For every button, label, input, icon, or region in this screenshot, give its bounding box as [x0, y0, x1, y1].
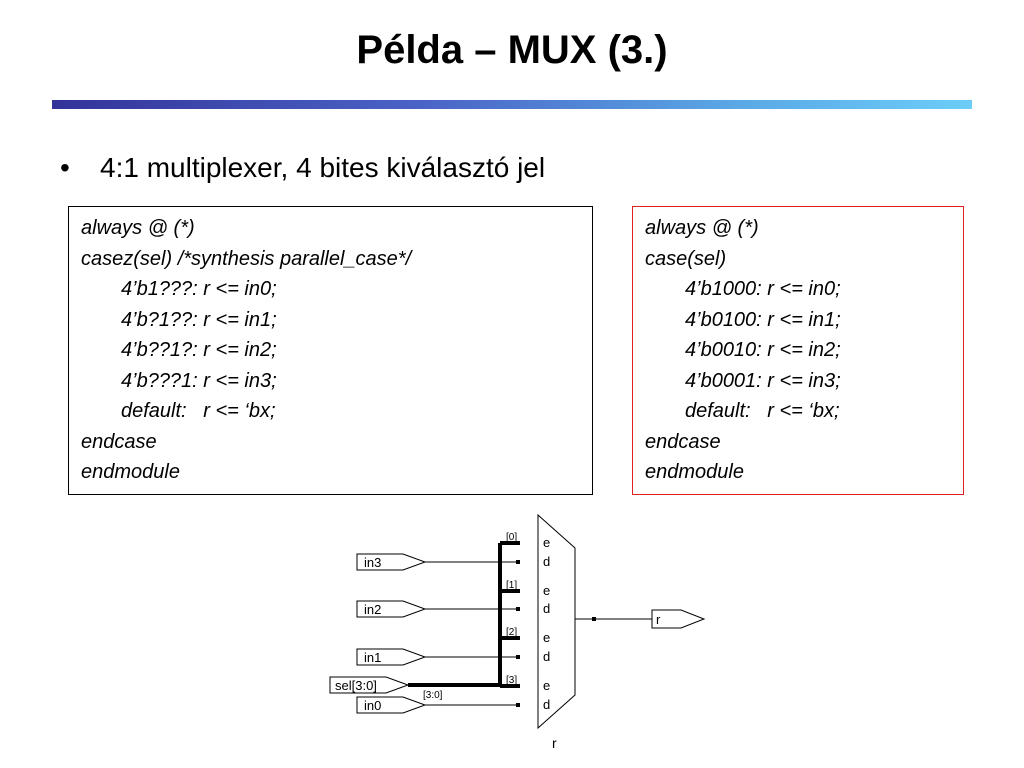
code-line: 4’b1???: r <= in0;	[121, 278, 277, 300]
port-in1-label: in1	[364, 650, 381, 665]
code-line: always @ (*)	[81, 217, 195, 239]
code-line: 4’b0001: r <= in3;	[685, 369, 841, 392]
mux-instance-label: r	[552, 735, 557, 751]
pin-d-label: d	[543, 697, 550, 712]
code-line: 4’b1000: r <= in0;	[685, 278, 841, 300]
port-in2-label: in2	[364, 602, 381, 617]
bit-label-2: [2]	[506, 627, 517, 638]
port-in3: in3	[356, 553, 427, 571]
mux-body	[537, 513, 576, 730]
pin-d-label: d	[543, 601, 550, 616]
code-line: casez(sel) /*synthesis parallel_case*/	[81, 247, 412, 270]
port-in1: in1	[356, 648, 427, 666]
code-line: endcase	[645, 430, 721, 453]
code-line: 4’b0010: r <= in2;	[685, 339, 841, 361]
code-line: 4’b0100: r <= in1;	[685, 308, 841, 331]
pin-dot	[516, 541, 520, 545]
port-in3-shape	[356, 553, 427, 571]
select-bus	[408, 541, 520, 688]
pin-dot	[516, 703, 520, 707]
pin-dot	[516, 636, 520, 640]
bullet-item: • 4:1 multiplexer, 4 bites kiválasztó jel	[60, 152, 545, 184]
code-line: 4’b?1??: r <= in1;	[121, 308, 277, 331]
code-line: always @ (*)	[645, 217, 759, 239]
pin-e-label: e	[543, 630, 550, 645]
pin-dot	[516, 589, 520, 593]
code-line: 4’b???1: r <= in3;	[121, 369, 277, 392]
port-sel-label: sel[3:0]	[335, 678, 377, 693]
bullet-dot: •	[60, 152, 70, 183]
port-sel-shape	[329, 676, 410, 694]
code-line: default: r <= ‘bx;	[121, 400, 276, 422]
pin-e-label: e	[543, 678, 550, 693]
code-line: 4’b??1?: r <= in2;	[121, 339, 277, 361]
pin-dot	[516, 607, 520, 611]
title-underline	[52, 100, 972, 109]
port-in0-shape	[356, 696, 427, 714]
bus-width-label: [3:0]	[423, 690, 443, 701]
port-out-label: r	[656, 612, 661, 627]
slide-title: Példa – MUX (3.)	[356, 28, 668, 72]
pin-dot	[516, 684, 520, 688]
port-in2-shape	[356, 600, 427, 618]
pin-d-label: d	[543, 649, 550, 664]
port-sel: sel[3:0]	[329, 676, 410, 694]
pin-d-label: d	[543, 554, 550, 569]
data-wires	[425, 561, 520, 706]
port-in0-label: in0	[364, 698, 381, 713]
code-line: default: r <= ‘bx;	[685, 400, 840, 422]
port-in0: in0	[356, 696, 427, 714]
casez-code-box: always @ (*) casez(sel) /*synthesis para…	[68, 206, 593, 495]
code-line: endmodule	[645, 461, 744, 483]
code-line: endcase	[81, 430, 157, 453]
bit-label-0: [0]	[506, 532, 517, 543]
port-in1-shape	[356, 648, 427, 666]
mux-pin-labels: e d e d e d e d	[543, 535, 550, 712]
pin-e-label: e	[543, 583, 550, 598]
port-out-shape	[651, 609, 706, 629]
bit-label-3: [3]	[506, 675, 517, 686]
code-line: case(sel)	[645, 247, 727, 270]
pin-e-label: e	[543, 535, 550, 550]
case-code-box: always @ (*) case(sel) 4’b1000: r <= in0…	[632, 206, 964, 495]
code-line: endmodule	[81, 461, 180, 483]
pin-dot	[516, 560, 520, 564]
bit-label-1: [1]	[506, 580, 517, 591]
port-in3-label: in3	[364, 555, 381, 570]
port-in2: in2	[356, 600, 427, 618]
bullet-text: 4:1 multiplexer, 4 bites kiválasztó jel	[100, 152, 546, 183]
pin-dot	[516, 655, 520, 659]
